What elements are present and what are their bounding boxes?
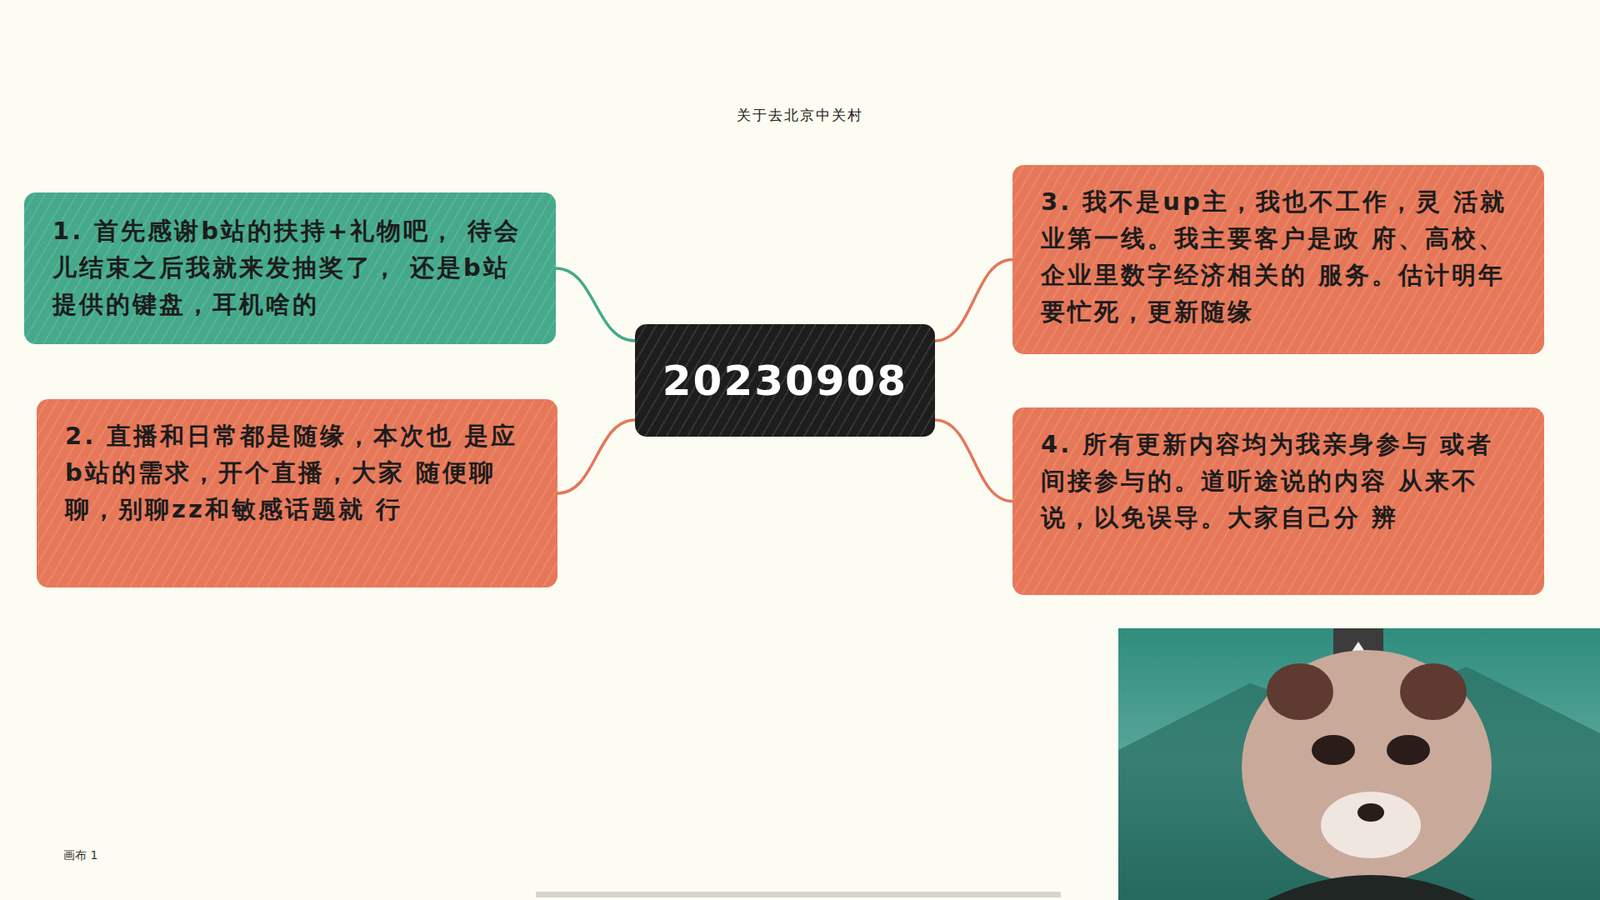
topic-date: 20230908 [662,355,908,406]
topic-box: 1. 首先感谢b站的扶持+礼物吧， 待会儿结束之后我就来发抽奖了， 还是b站提供… [24,192,556,345]
branch-connector [935,260,1013,342]
topic-text: 1. 首先感谢b站的扶持+礼物吧， 待会儿结束之后我就来发抽奖了， 还是b站提供… [52,212,528,323]
webcam-photo [1118,628,1600,900]
central-topic: 20230908 [635,324,935,437]
topic-text: 2. 直播和日常都是随缘，本次也 是应b站的需求，开个直播，大家 随便聊聊，别聊… [65,417,530,528]
topic-box: 2. 直播和日常都是随缘，本次也 是应b站的需求，开个直播，大家 随便聊聊，别聊… [36,399,558,588]
topic-box: 3. 我不是up主，我也不工作，灵 活就业第一线。我主要客户是政 府、高校、企业… [1012,165,1545,355]
page-title: 关于去北京中关村 [0,105,1600,125]
branch-connector [557,420,635,494]
canvas-label: 画布 1 [63,848,98,864]
branch-connector [935,420,1013,502]
topic-box: 4. 所有更新内容均为我亲身参与 或者间接参与的。道听途说的内容 从来不说，以免… [1012,407,1545,595]
topic-text: 3. 我不是up主，我也不工作，灵 活就业第一线。我主要客户是政 府、高校、企业… [1040,183,1516,330]
branch-connector [555,268,635,341]
topic-text: 4. 所有更新内容均为我亲身参与 或者间接参与的。道听途说的内容 从来不说，以免… [1040,425,1516,536]
scrollbar [535,891,1061,898]
